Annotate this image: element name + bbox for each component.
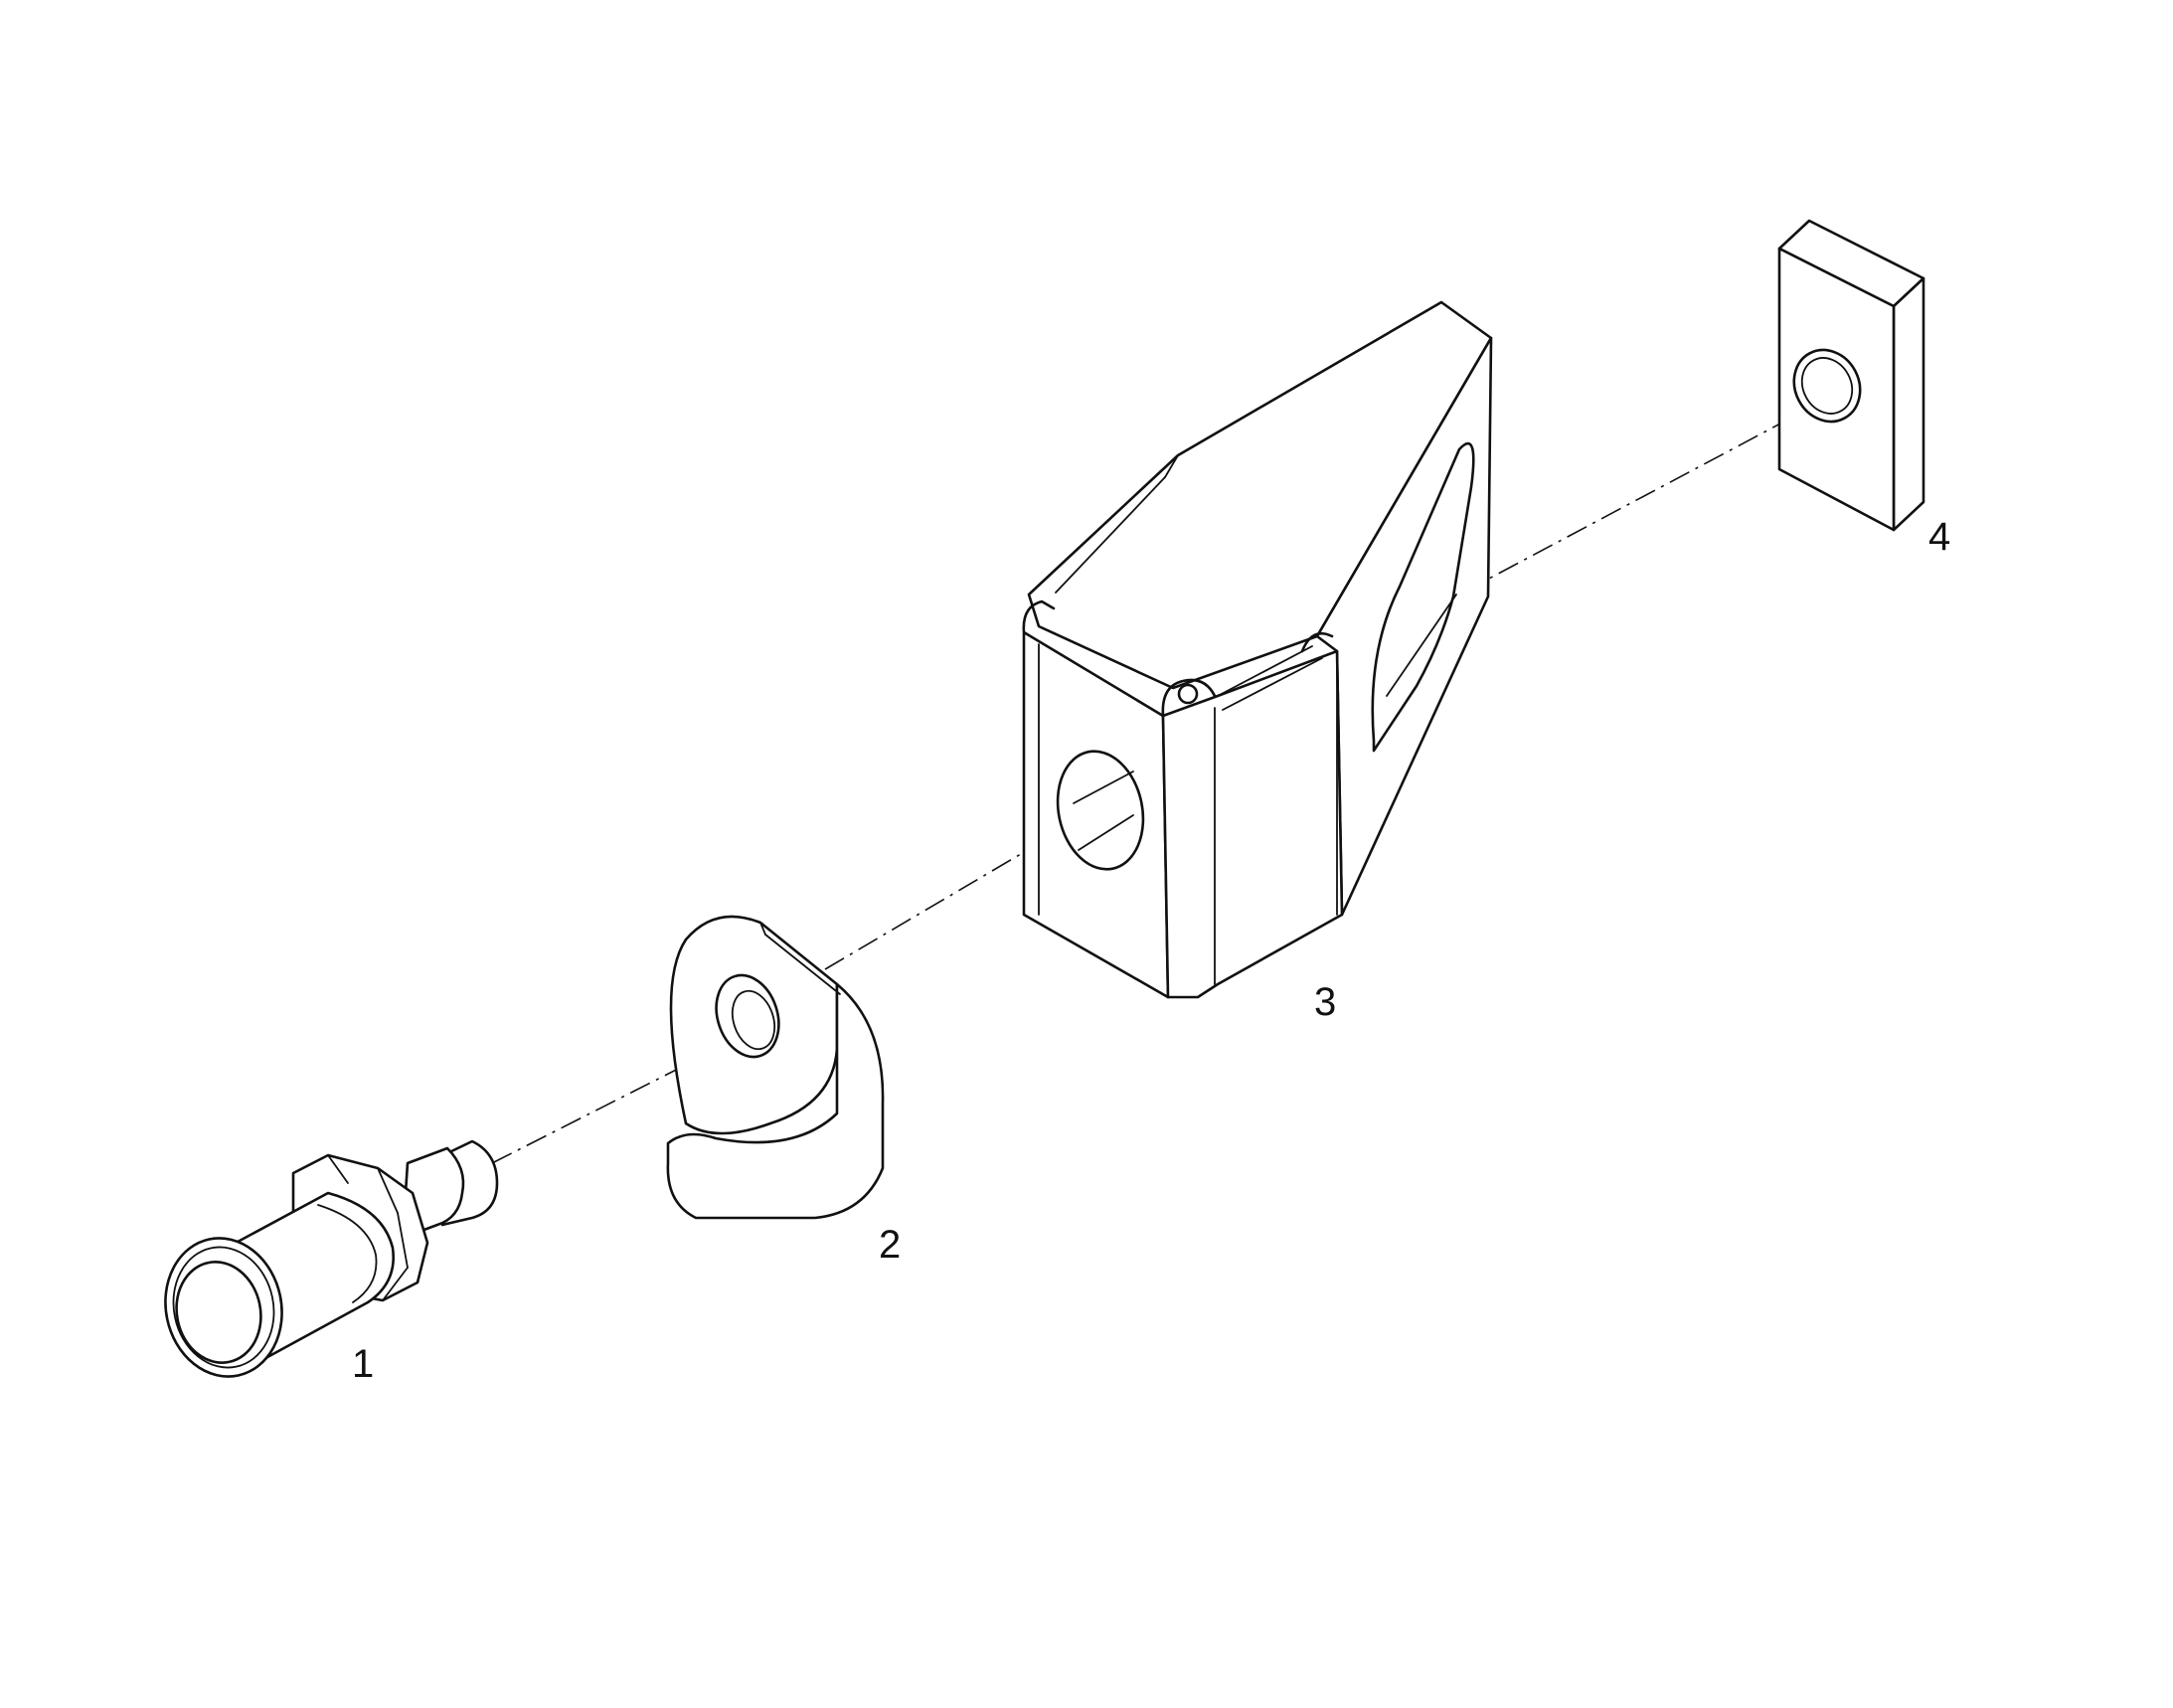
callout-part-2: 2 — [879, 1223, 902, 1267]
part-1-quick-coupling-fitting — [164, 1139, 499, 1378]
callout-part-3: 3 — [1314, 980, 1337, 1024]
callout-part-1: 1 — [352, 1342, 375, 1386]
part-2-curved-bracket-clip — [666, 915, 885, 1220]
callout-part-4: 4 — [1928, 515, 1951, 559]
part-4-nut-plate — [1777, 219, 1925, 532]
part-3-mounting-block — [1022, 300, 1493, 999]
